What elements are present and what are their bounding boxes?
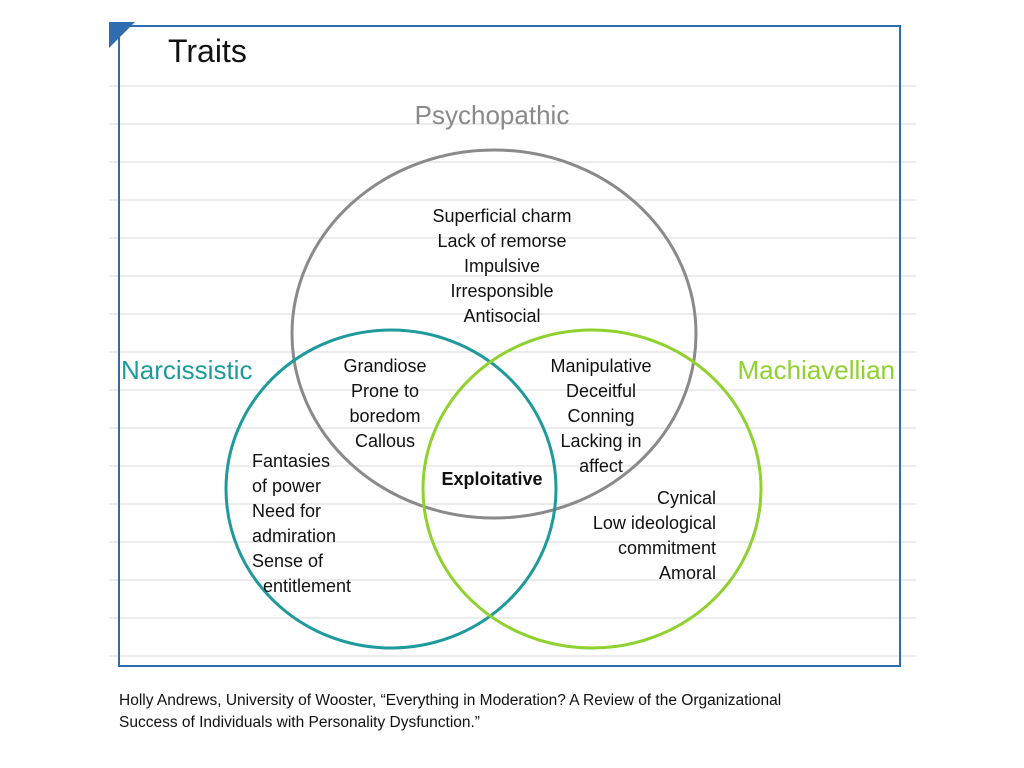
trait-item: Cynical <box>657 488 716 508</box>
psychopathic-circle <box>290 148 698 520</box>
narcissistic-circle <box>224 328 558 650</box>
citation-caption: Holly Andrews, University of Wooster, “E… <box>119 690 879 734</box>
slide-frame <box>118 25 901 667</box>
narcissistic-label: Narcissistic <box>121 355 252 385</box>
trait-item: Callous <box>355 431 415 451</box>
ruled-lines <box>109 85 916 657</box>
trait-item: admiration <box>252 526 336 546</box>
trait-item: boredom <box>349 406 420 426</box>
citation-line-1: Holly Andrews, University of Wooster, “E… <box>119 692 782 709</box>
trait-item: Amoral <box>659 563 716 583</box>
corner-marker <box>109 22 135 48</box>
psychopathic-traits: Superficial charm Lack of remorse Impuls… <box>432 206 571 326</box>
trait-item: Superficial charm <box>432 206 571 226</box>
machiavellian-circle <box>421 328 763 650</box>
trait-item: Irresponsible <box>450 281 553 301</box>
trait-item: Antisocial <box>463 306 540 326</box>
trait-item: Conning <box>567 406 634 426</box>
trait-item: Prone to <box>351 381 419 401</box>
trait-item: Lack of remorse <box>437 231 566 251</box>
trait-item: Lacking in <box>560 431 641 451</box>
trait-item: Manipulative <box>550 356 651 376</box>
trait-item: Grandiose <box>343 356 426 376</box>
citation-line-2: Success of Individuals with Personality … <box>119 714 480 731</box>
psychopathic-narcissistic-traits: Grandiose Prone to boredom Callous <box>343 356 426 451</box>
slide-title: Traits <box>168 33 247 69</box>
trait-item: Sense of <box>252 551 324 571</box>
machiavellian-label: Machiavellian <box>737 355 895 385</box>
trait-item: commitment <box>618 538 716 558</box>
trait-item: entitlement <box>263 576 351 596</box>
central-trait: Exploitative <box>441 469 542 489</box>
narcissistic-traits: Fantasies of power Need for admiration S… <box>252 451 351 596</box>
trait-item: of power <box>252 476 321 496</box>
trait-item: Need for <box>252 501 321 521</box>
psychopathic-label: Psychopathic <box>415 100 570 130</box>
trait-item: Low ideological <box>593 513 716 533</box>
trait-item: affect <box>579 456 623 476</box>
trait-item: Deceitful <box>566 381 636 401</box>
trait-item: Fantasies <box>252 451 330 471</box>
psychopathic-machiavellian-traits: Manipulative Deceitful Conning Lacking i… <box>550 356 651 476</box>
machiavellian-traits: Cynical Low ideological commitment Amora… <box>593 488 716 583</box>
trait-item: Impulsive <box>464 256 540 276</box>
